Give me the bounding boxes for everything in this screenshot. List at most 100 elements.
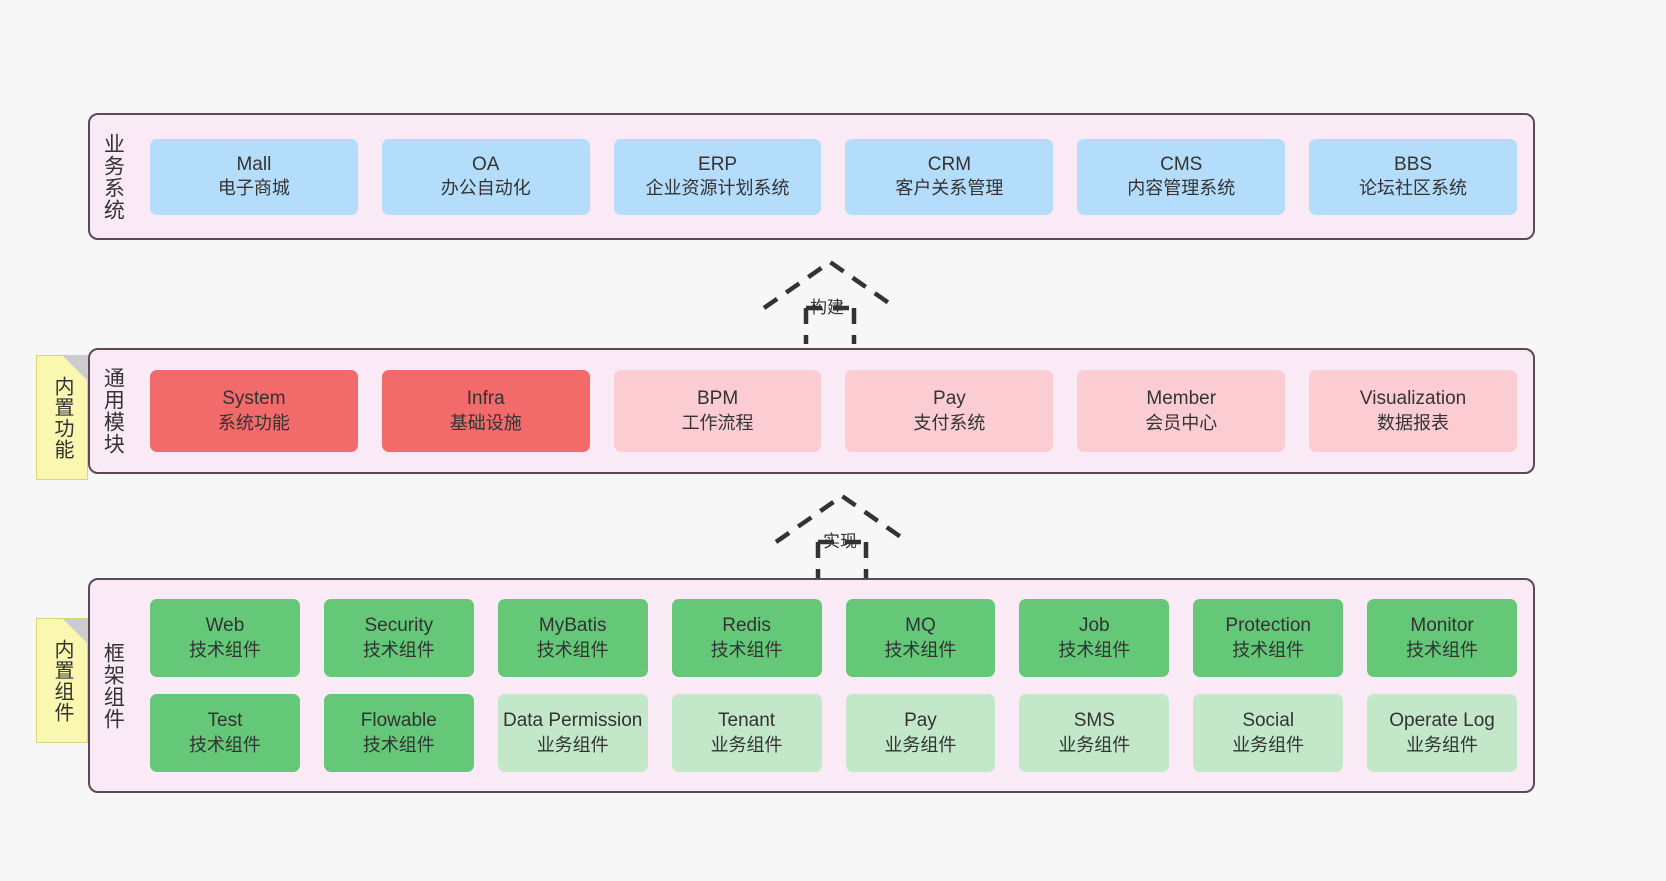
node-pay[interactable]: Pay 支付系统	[845, 370, 1054, 452]
node-subtitle: 论坛社区系统	[1359, 178, 1468, 199]
node-title: Protection	[1225, 615, 1311, 637]
node-protection[interactable]: Protection 技术组件	[1193, 599, 1344, 677]
node-title: BPM	[696, 388, 739, 410]
node-subtitle: 基础设施	[449, 412, 522, 433]
node-subtitle: 客户关系管理	[895, 178, 1004, 199]
node-oa[interactable]: OA 办公自动化	[381, 138, 590, 215]
node-title: Infra	[466, 388, 505, 410]
node-erp[interactable]: ERP 企业资源计划系统	[613, 138, 822, 215]
node-cms[interactable]: CMS 内容管理系统	[1077, 138, 1286, 215]
node-pay-component[interactable]: Pay 业务组件	[845, 694, 996, 772]
node-subtitle: 业务组件	[884, 734, 957, 755]
node-title: MyBatis	[538, 615, 607, 637]
node-title: Tenant	[718, 710, 776, 732]
node-subtitle: 技术组件	[188, 734, 261, 755]
node-title: MQ	[905, 615, 936, 637]
node-subtitle: 会员中心	[1145, 412, 1218, 433]
node-subtitle: 技术组件	[1406, 639, 1479, 660]
node-flowable[interactable]: Flowable 技术组件	[323, 694, 474, 772]
node-member[interactable]: Member 会员中心	[1077, 370, 1286, 452]
node-web[interactable]: Web 技术组件	[150, 599, 300, 677]
node-social[interactable]: Social 业务组件	[1193, 694, 1344, 772]
connector-implement-label: 实现	[823, 532, 857, 551]
node-mybatis[interactable]: MyBatis 技术组件	[497, 599, 648, 677]
node-title: BBS	[1394, 153, 1433, 175]
layer-framework-component: 框架组件 Web 技术组件 Security 技术组件 MyBatis 技术组件…	[88, 578, 1535, 793]
node-title: Security	[364, 615, 434, 637]
node-subtitle: 支付系统	[913, 412, 986, 433]
layer-row: Mall 电子商城 OA 办公自动化 ERP 企业资源计划系统 CRM 客户关系…	[150, 138, 1517, 215]
node-system[interactable]: System 系统功能	[150, 370, 358, 452]
node-operate-log[interactable]: Operate Log 业务组件	[1367, 694, 1517, 772]
node-title: Pay	[933, 388, 966, 410]
node-title: CMS	[1160, 153, 1203, 175]
node-title: Flowable	[360, 710, 437, 732]
node-tenant[interactable]: Tenant 业务组件	[671, 694, 822, 772]
node-subtitle: 系统功能	[217, 412, 290, 433]
node-title: Data Permission	[502, 710, 643, 732]
node-title: System	[222, 388, 286, 410]
note-fold-corner-icon	[63, 356, 87, 380]
node-title: Mall	[236, 153, 272, 175]
node-title: Web	[205, 615, 245, 637]
layer-title-common-module: 通用模块	[101, 367, 125, 455]
node-monitor[interactable]: Monitor 技术组件	[1367, 599, 1517, 677]
node-title: CRM	[927, 153, 972, 175]
connector-build-label: 构建	[810, 298, 844, 317]
node-crm[interactable]: CRM 客户关系管理	[845, 138, 1054, 215]
node-subtitle: 内容管理系统	[1127, 178, 1236, 199]
connector-build-arrow	[760, 258, 900, 344]
node-title: OA	[472, 153, 500, 175]
node-bbs[interactable]: BBS 论坛社区系统	[1309, 138, 1517, 215]
node-sms[interactable]: SMS 业务组件	[1019, 694, 1170, 772]
layer-title-business-system: 业务系统	[101, 132, 125, 221]
layer-business-system: 业务系统 Mall 电子商城 OA 办公自动化 ERP 企业资源计划系统 CRM…	[88, 113, 1535, 240]
note-label: 内置功能	[51, 375, 73, 460]
node-title: ERP	[698, 153, 738, 175]
node-subtitle: 办公自动化	[440, 178, 531, 199]
layer-body-common-module: System 系统功能 Infra 基础设施 BPM 工作流程 Pay 支付系统…	[134, 350, 1533, 472]
node-subtitle: 技术组件	[188, 639, 261, 660]
node-visualization[interactable]: Visualization 数据报表	[1309, 370, 1517, 452]
connector-implement-arrow	[772, 492, 912, 578]
node-subtitle: 工作流程	[681, 412, 754, 433]
node-security[interactable]: Security 技术组件	[323, 599, 474, 677]
layer-title-framework-component: 框架组件	[101, 641, 125, 730]
node-subtitle: 业务组件	[1406, 734, 1479, 755]
node-mq[interactable]: MQ 技术组件	[845, 599, 996, 677]
node-subtitle: 业务组件	[1232, 734, 1305, 755]
node-subtitle: 业务组件	[710, 734, 783, 755]
node-bpm[interactable]: BPM 工作流程	[613, 370, 822, 452]
node-mall[interactable]: Mall 电子商城	[150, 138, 358, 215]
node-title: Member	[1146, 388, 1217, 410]
node-test[interactable]: Test 技术组件	[150, 694, 300, 772]
layer-row: Web 技术组件 Security 技术组件 MyBatis 技术组件 Redi…	[150, 599, 1517, 677]
node-redis[interactable]: Redis 技术组件	[671, 599, 822, 677]
node-subtitle: 技术组件	[1058, 639, 1131, 660]
node-infra[interactable]: Infra 基础设施	[381, 370, 590, 452]
node-title: Monitor	[1410, 615, 1474, 637]
layer-body-business-system: Mall 电子商城 OA 办公自动化 ERP 企业资源计划系统 CRM 客户关系…	[134, 115, 1533, 238]
node-data-permission[interactable]: Data Permission 业务组件	[497, 694, 648, 772]
node-title: Pay	[904, 710, 937, 732]
node-subtitle: 技术组件	[884, 639, 957, 660]
node-title: Job	[1078, 615, 1110, 637]
node-title: Test	[207, 710, 243, 732]
node-subtitle: 数据报表	[1377, 412, 1450, 433]
note-builtin-feature: 内置功能	[36, 355, 88, 480]
note-fold-corner-icon	[63, 619, 87, 643]
layer-body-framework-component: Web 技术组件 Security 技术组件 MyBatis 技术组件 Redi…	[134, 580, 1533, 791]
node-title: Operate Log	[1389, 710, 1495, 732]
node-subtitle: 业务组件	[536, 734, 609, 755]
node-subtitle: 电子商城	[217, 178, 290, 199]
node-subtitle: 技术组件	[362, 639, 435, 660]
note-builtin-component: 内置组件	[36, 618, 88, 743]
node-subtitle: 技术组件	[710, 639, 783, 660]
node-job[interactable]: Job 技术组件	[1019, 599, 1170, 677]
node-title: SMS	[1073, 710, 1115, 732]
node-subtitle: 技术组件	[1232, 639, 1305, 660]
node-title: Visualization	[1359, 388, 1467, 410]
note-label: 内置组件	[51, 638, 73, 723]
layer-common-module: 通用模块 System 系统功能 Infra 基础设施 BPM 工作流程 Pay…	[88, 348, 1535, 474]
